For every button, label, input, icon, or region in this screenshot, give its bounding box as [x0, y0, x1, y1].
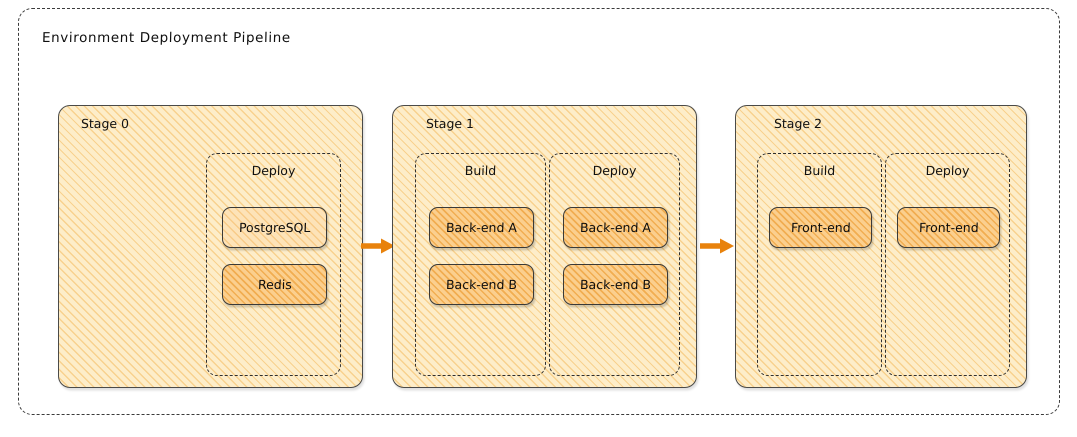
arrow-stage0-to-stage1 — [361, 238, 395, 254]
stage-1-label: Stage 1 — [425, 116, 475, 131]
node-deploy-backend-b-label: Back-end B — [579, 277, 652, 292]
node-deploy-frontend-label: Front-end — [918, 220, 979, 235]
node-build-frontend-label: Front-end — [790, 220, 851, 235]
node-build-backend-a-label: Back-end A — [445, 220, 518, 235]
stage-1-group-build[interactable]: Build Back-end A Back-end B — [415, 153, 546, 376]
node-build-frontend[interactable]: Front-end — [769, 207, 872, 248]
node-build-backend-a[interactable]: Back-end A — [429, 207, 534, 248]
stage-0-group-deploy[interactable]: Deploy PostgreSQL Redis — [206, 153, 341, 376]
node-build-backend-b-label: Back-end B — [445, 277, 518, 292]
stage-2-group-deploy[interactable]: Deploy Front-end — [885, 153, 1010, 376]
node-redis-label: Redis — [257, 277, 292, 292]
stage-0-label: Stage 0 — [80, 116, 130, 131]
node-postgresql-label: PostgreSQL — [238, 220, 311, 235]
stage-2-group-build-label: Build — [803, 163, 836, 178]
page-title: Environment Deployment Pipeline — [41, 30, 292, 46]
pipeline-container — [18, 8, 1060, 415]
node-deploy-backend-a[interactable]: Back-end A — [563, 207, 668, 248]
stage-2[interactable]: Stage 2 Build Front-end Deploy Front-end — [735, 105, 1027, 388]
arrow-stage1-to-stage2 — [700, 238, 734, 254]
node-deploy-backend-b[interactable]: Back-end B — [563, 264, 668, 305]
stage-1-group-build-label: Build — [464, 163, 497, 178]
stage-0-group-deploy-label: Deploy — [251, 163, 296, 178]
stage-2-group-deploy-label: Deploy — [925, 163, 970, 178]
node-redis[interactable]: Redis — [222, 264, 327, 305]
stage-1-group-deploy[interactable]: Deploy Back-end A Back-end B — [549, 153, 680, 376]
stage-2-group-build[interactable]: Build Front-end — [757, 153, 882, 376]
node-deploy-backend-a-label: Back-end A — [579, 220, 652, 235]
stage-0[interactable]: Stage 0 Deploy PostgreSQL Redis — [58, 105, 363, 388]
stage-1-group-deploy-label: Deploy — [592, 163, 637, 178]
node-deploy-frontend[interactable]: Front-end — [897, 207, 1000, 248]
stage-1[interactable]: Stage 1 Build Back-end A Back-end B Depl… — [392, 105, 697, 388]
stage-2-label: Stage 2 — [773, 116, 823, 131]
node-postgresql[interactable]: PostgreSQL — [222, 207, 327, 248]
node-build-backend-b[interactable]: Back-end B — [429, 264, 534, 305]
